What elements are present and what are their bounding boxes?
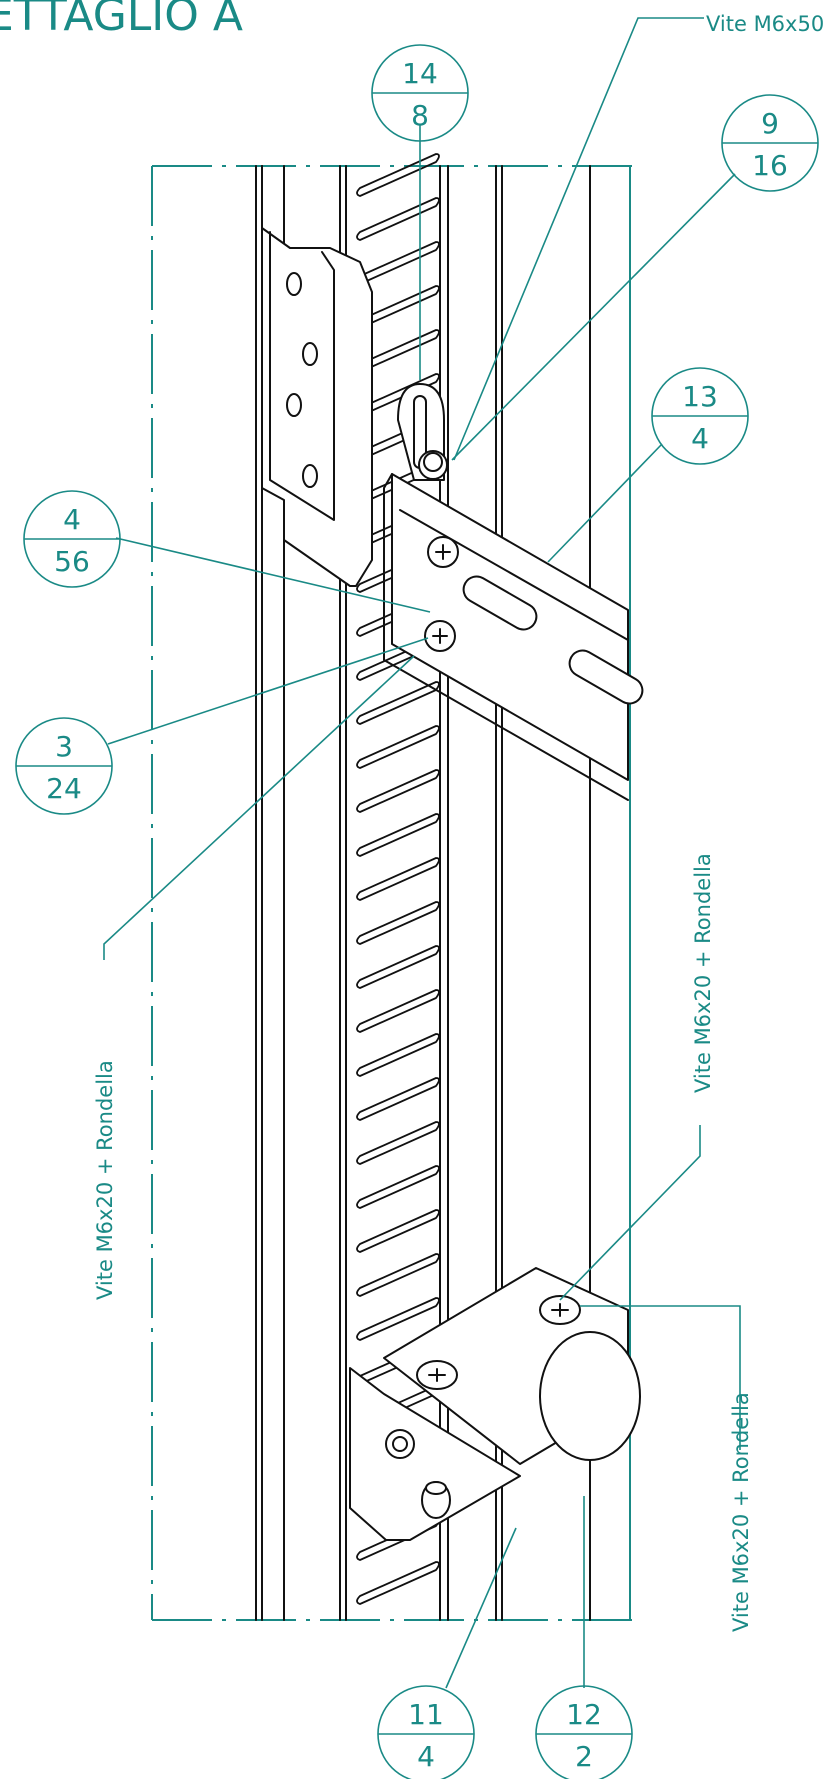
vent-slot [356,1165,440,1209]
mounting-flange [261,165,373,587]
vent-slot [356,725,440,769]
balloon-12: 122 [535,1685,633,1779]
screw-upper-a [427,536,459,568]
balloon-top-text: 14 [402,57,438,90]
balloon-9: 916 [721,94,819,192]
note-screw-m6x50: Vite M6x50 [706,12,824,36]
balloon-3: 324 [15,717,113,815]
vent-slot [356,813,440,857]
vent-slot [356,1121,440,1165]
screw-m6x50 [418,450,448,480]
balloon-bottom-text: 56 [54,545,90,578]
balloon-bottom-text: 4 [417,1740,435,1773]
vent-slot [356,769,440,813]
screw-lower-left [416,1360,458,1390]
upper-bracket [383,383,644,801]
vent-slot [356,1561,440,1605]
note-screw-right-upper: Vite M6x20 + Rondella [691,853,715,1093]
balloon-top-text: 3 [55,730,73,763]
vent-slot [356,241,440,285]
balloon-4: 456 [23,490,121,588]
vent-slot [356,153,440,197]
leader-lines [103,17,741,1689]
balloon-top-text: 11 [408,1698,444,1731]
vent-slot [356,1209,440,1253]
screw-upper-b [424,620,456,652]
balloon-top-text: 12 [566,1698,602,1731]
vent-slot [356,1253,440,1297]
vent-slot [356,945,440,989]
balloon-bottom-text: 4 [691,422,709,455]
vent-slot [356,901,440,945]
vent-slot [356,681,440,725]
note-screw-left: Vite M6x20 + Rondella [93,1060,117,1300]
vent-slot [356,857,440,901]
screw-lower-right [539,1295,581,1325]
lower-bracket [349,1267,641,1541]
balloon-top-text: 13 [682,380,718,413]
balloon-bottom-text: 8 [411,99,429,132]
vent-slot [356,197,440,241]
balloon-14: 148 [371,44,469,142]
balloon-13: 134 [651,367,749,465]
note-screw-right-lower: Vite M6x20 + Rondella [729,1392,753,1632]
vent-slot [356,1033,440,1077]
nut-lower [385,1429,415,1459]
balloon-top-text: 4 [63,503,81,536]
drawing-title: ETTAGLIO A [0,0,243,41]
balloon-bottom-text: 2 [575,1740,593,1773]
balloon-bottom-text: 24 [46,772,82,805]
balloon-11: 114 [377,1685,475,1779]
vent-slot [356,989,440,1033]
balloon-top-text: 9 [761,107,779,140]
stud-lower [421,1481,451,1519]
vent-slot [356,1297,440,1341]
balloon-bottom-text: 16 [752,149,788,182]
vent-slot [356,1077,440,1121]
